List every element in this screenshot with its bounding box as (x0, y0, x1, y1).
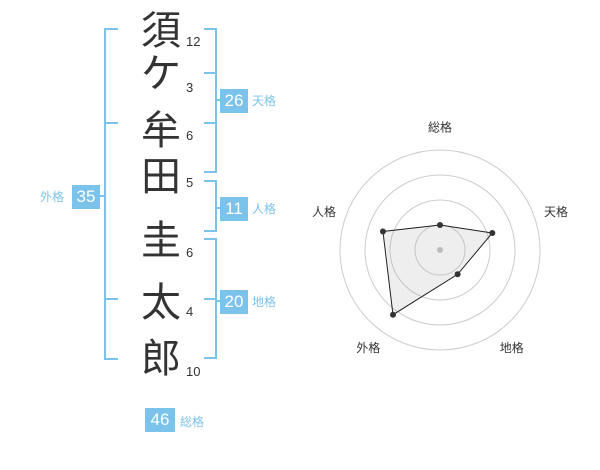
gaikaku-label: 外格 (40, 190, 65, 204)
radar-axis-label: 外格 (356, 340, 380, 355)
name-char: 圭 (141, 218, 181, 264)
radar-ring (339, 149, 541, 351)
jinkaku-bracket (204, 180, 217, 232)
bracket-tick (204, 72, 217, 74)
radar-point (489, 230, 496, 237)
bracket-connector (216, 207, 222, 209)
tenkaku-value: 26 (220, 89, 248, 113)
name-char: 須 (141, 8, 181, 54)
radar-point (454, 271, 461, 278)
radar-point (379, 228, 386, 235)
name-char: 郎 (141, 336, 181, 382)
stroke-count: 4 (186, 304, 194, 319)
soukaku-label: 総格 (180, 415, 205, 429)
radar-axis-label: 総格 (428, 120, 452, 135)
stroke-count: 6 (186, 245, 194, 260)
tenkaku-label: 天格 (252, 94, 277, 108)
stroke-count: 12 (186, 34, 201, 49)
radar-axis-label: 人格 (312, 204, 336, 219)
name-char: 田 (141, 154, 181, 200)
bracket-connector (216, 99, 222, 101)
stroke-count: 6 (186, 128, 194, 143)
gaikaku-bracket (104, 28, 118, 360)
chikaku-label: 地格 (252, 295, 277, 309)
soukaku-value: 46 (145, 408, 175, 432)
bracket-tick (204, 298, 217, 300)
jinkaku-label: 人格 (252, 202, 277, 216)
stroke-count: 10 (186, 364, 201, 379)
radar-area (382, 224, 494, 316)
name-char: 牟 (141, 108, 181, 154)
bracket-tick (104, 298, 118, 300)
radar-axis-label: 天格 (544, 204, 568, 219)
radar-axis-label: 地格 (500, 340, 524, 355)
stroke-count: 3 (186, 80, 194, 95)
bracket-connector (96, 195, 105, 197)
name-char: 太 (141, 280, 181, 326)
chikaku-value: 20 (220, 290, 248, 314)
radar-ring (389, 199, 491, 301)
stroke-count: 5 (186, 175, 194, 190)
name-char: ケ (141, 51, 181, 97)
bracket-connector (216, 300, 222, 302)
gaikaku-value: 35 (72, 185, 100, 209)
bracket-tick (204, 122, 217, 124)
radar-point (389, 311, 396, 318)
radar-ring (364, 174, 516, 326)
bracket-tick (104, 122, 118, 124)
radar-center (437, 247, 443, 253)
jinkaku-value: 11 (220, 197, 248, 221)
radar-point (437, 222, 443, 228)
